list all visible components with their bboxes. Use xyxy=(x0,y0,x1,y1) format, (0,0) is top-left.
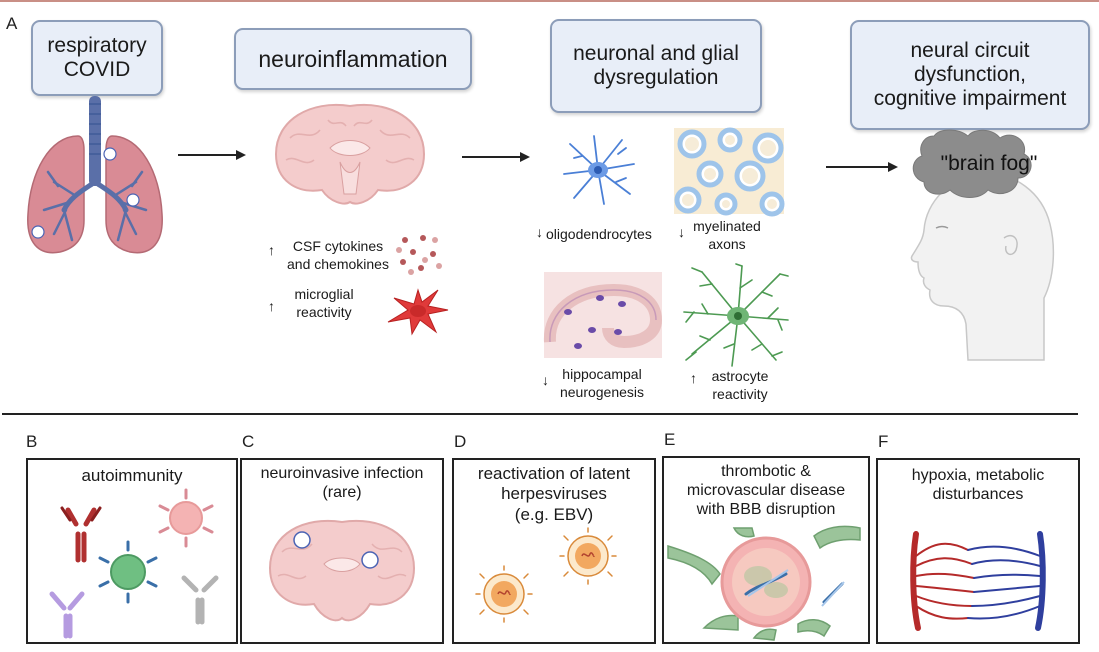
oligodendrocytes-label: oligodendrocytes xyxy=(546,226,652,242)
microglial-label: microglial reactivity xyxy=(294,286,354,320)
panel-letter-f: F xyxy=(878,432,889,451)
panel-letter-a: A xyxy=(6,14,18,33)
microglia-up-arrow: ↑ xyxy=(268,298,275,314)
brain-coronal-illustration xyxy=(274,103,426,205)
bbb-disruption-illustration xyxy=(667,525,861,641)
panel-letter-b: B xyxy=(26,432,38,451)
flow-arrow-2 xyxy=(462,152,530,162)
panel-c-box: neuroinvasive infection (rare) xyxy=(240,458,444,644)
panel-d-box: reactivation of latent herpesviruses (e.… xyxy=(452,458,656,644)
cytokines-label: CSF cytokines and chemokines xyxy=(287,238,389,272)
head-profile-illustration xyxy=(910,129,1055,361)
panel-divider xyxy=(2,413,1078,415)
oligodendrocyte-cell xyxy=(563,135,635,205)
panel-d-title: reactivation of latent herpesviruses (e.… xyxy=(477,464,631,524)
hippocampal-down-arrow: ↓ xyxy=(542,372,549,388)
panel-letter-d: D xyxy=(454,432,467,451)
panel-f-title: hypoxia, metabolic disturbances xyxy=(911,467,1045,504)
stage-circuit-dysfunction: neural circuit dysfunction, cognitive im… xyxy=(850,20,1090,130)
myelinated-axons-label: myelinated axons xyxy=(693,218,761,252)
astrocyte-up-arrow: ↑ xyxy=(690,370,697,386)
oligodendrocytes-down-arrow: ↓ xyxy=(536,224,543,240)
stage-neuronal-glial-dysregulation: neuronal and glial dysregulation xyxy=(550,19,762,113)
stage-neuroinflammation: neuroinflammation xyxy=(234,28,472,90)
top-rule xyxy=(0,0,1099,2)
myelinated-down-arrow: ↓ xyxy=(678,224,685,240)
astrocyte-reactivity-label: astrocyte reactivity xyxy=(711,368,769,402)
brain-infection-illustration xyxy=(268,519,416,622)
cytokine-dots xyxy=(396,235,442,275)
microglia-cell xyxy=(387,288,449,336)
autoimmunity-illustration xyxy=(49,488,219,639)
panel-b-title: autoimmunity xyxy=(81,466,183,485)
panel-b-box: autoimmunity xyxy=(26,458,238,644)
hippocampal-neurogenesis-label: hippocampal neurogenesis xyxy=(559,366,645,400)
flow-arrow-3 xyxy=(826,162,898,172)
flow-arrow-1 xyxy=(178,150,246,160)
panel-letter-c: C xyxy=(242,432,255,451)
panel-e-title: thrombotic & microvascular disease with … xyxy=(686,463,846,519)
hippocampus-illustration xyxy=(543,272,663,358)
astrocyte-cell xyxy=(683,263,789,367)
myelinated-axons-illustration xyxy=(674,127,785,217)
brain-fog-label: "brain fog" xyxy=(940,152,1038,175)
panel-letter-e: E xyxy=(664,430,676,449)
lungs-illustration xyxy=(27,96,163,254)
stage-respiratory-covid: respiratory COVID xyxy=(31,20,163,96)
herpesvirus-illustration xyxy=(475,527,617,623)
panel-c-title: neuroinvasive infection (rare) xyxy=(260,465,424,502)
vessels-illustration xyxy=(910,531,1046,631)
cytokine-up-arrow: ↑ xyxy=(268,242,275,258)
panel-e-box: thrombotic & microvascular disease with … xyxy=(662,456,870,644)
panel-f-box: hypoxia, metabolic disturbances xyxy=(876,458,1080,644)
